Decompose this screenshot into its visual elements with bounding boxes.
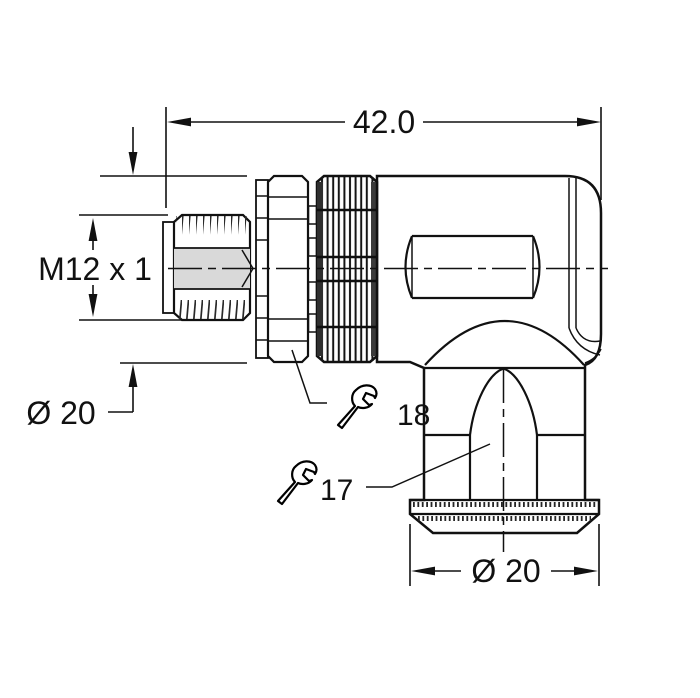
exit-dome — [468, 367, 539, 436]
callout-wrench-17: 17 — [276, 443, 491, 507]
dimension-thread: M12 x 1 — [38, 214, 190, 321]
thread-runout-line — [241, 268, 254, 288]
thread-hatch-bottom — [176, 289, 249, 319]
knurled-ring-facets — [317, 208, 377, 329]
arrowhead-down — [88, 294, 98, 317]
leader-line — [291, 349, 327, 404]
body-mold-lines — [568, 178, 602, 364]
body-arch-fillet — [424, 320, 585, 366]
wrench-size-17-label: 17 — [320, 474, 353, 507]
wrench-icon — [336, 384, 378, 430]
callout-wrench-18: 18 — [291, 349, 430, 432]
arrowhead-left — [411, 566, 435, 576]
connector-body — [375, 174, 603, 535]
thread-runout-line — [241, 249, 254, 269]
overall-length-label: 42.0 — [353, 104, 415, 140]
arrowhead-up — [88, 218, 98, 241]
dimension-nut-diameter: Ø 20 — [26, 127, 247, 431]
wrench-size-18-label: 18 — [397, 399, 430, 432]
base-diameter-label: Ø 20 — [471, 553, 540, 589]
body-cylinder-window — [404, 234, 541, 300]
coupling-nut-facets — [268, 196, 308, 342]
thread-tip-band — [162, 221, 175, 314]
dimension-overall-length: 42.0 — [165, 104, 602, 208]
arrowhead-down — [128, 152, 138, 175]
thread-label: M12 x 1 — [38, 251, 152, 287]
nut-diameter-label: Ø 20 — [26, 395, 95, 431]
arrowhead-right — [574, 566, 598, 576]
coupling-nut — [266, 174, 310, 364]
arrowhead-right — [577, 117, 601, 127]
arrowhead-left — [167, 117, 191, 127]
connector-graphic — [162, 174, 608, 552]
dimension-base-diameter: Ø 20 — [409, 524, 600, 589]
wrench-icon — [276, 460, 318, 506]
leader-line — [366, 443, 491, 488]
arrowhead-up — [128, 364, 138, 387]
thread-hatch-top — [176, 216, 249, 247]
nut-castellation-lines — [256, 195, 268, 341]
